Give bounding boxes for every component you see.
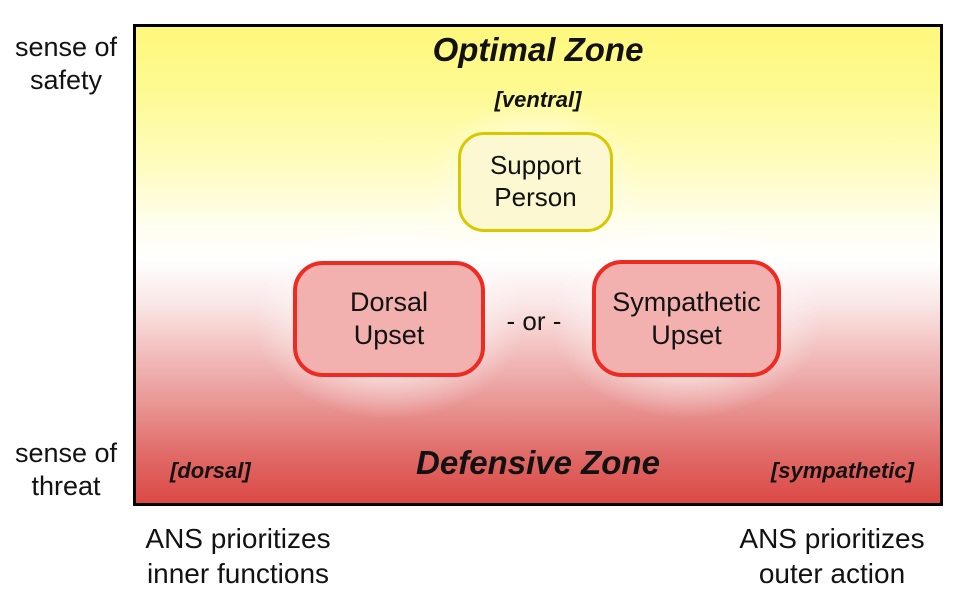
caption-inner-functions: ANS prioritizes inner functions xyxy=(145,523,331,589)
zone-gradient-frame: Optimal Zone [ventral] Support Person Do… xyxy=(133,24,943,506)
sympathetic-tag: [sympathetic] xyxy=(770,458,914,483)
or-separator: - or - xyxy=(506,306,562,336)
dorsal-tag: [dorsal] xyxy=(170,458,251,483)
sympathetic-upset-box: Sympathetic Upset xyxy=(592,260,781,377)
caption-outer-action: ANS prioritizes outer action xyxy=(739,523,925,589)
sympathetic-upset-label: Sympathetic Upset xyxy=(612,286,761,350)
support-person-box: Support Person xyxy=(458,132,613,232)
ventral-tag: [ventral] xyxy=(494,87,582,112)
optimal-zone-title: Optimal Zone xyxy=(432,31,644,68)
axis-label-sense-of-safety: sense of safety xyxy=(14,32,118,95)
dorsal-upset-box: Dorsal Upset xyxy=(293,261,485,377)
dorsal-upset-label: Dorsal Upset xyxy=(349,287,429,350)
defensive-zone-title: Defensive Zone xyxy=(416,444,660,481)
support-person-label: Support Person xyxy=(489,150,582,212)
axis-label-sense-of-threat: sense of threat xyxy=(14,438,118,501)
